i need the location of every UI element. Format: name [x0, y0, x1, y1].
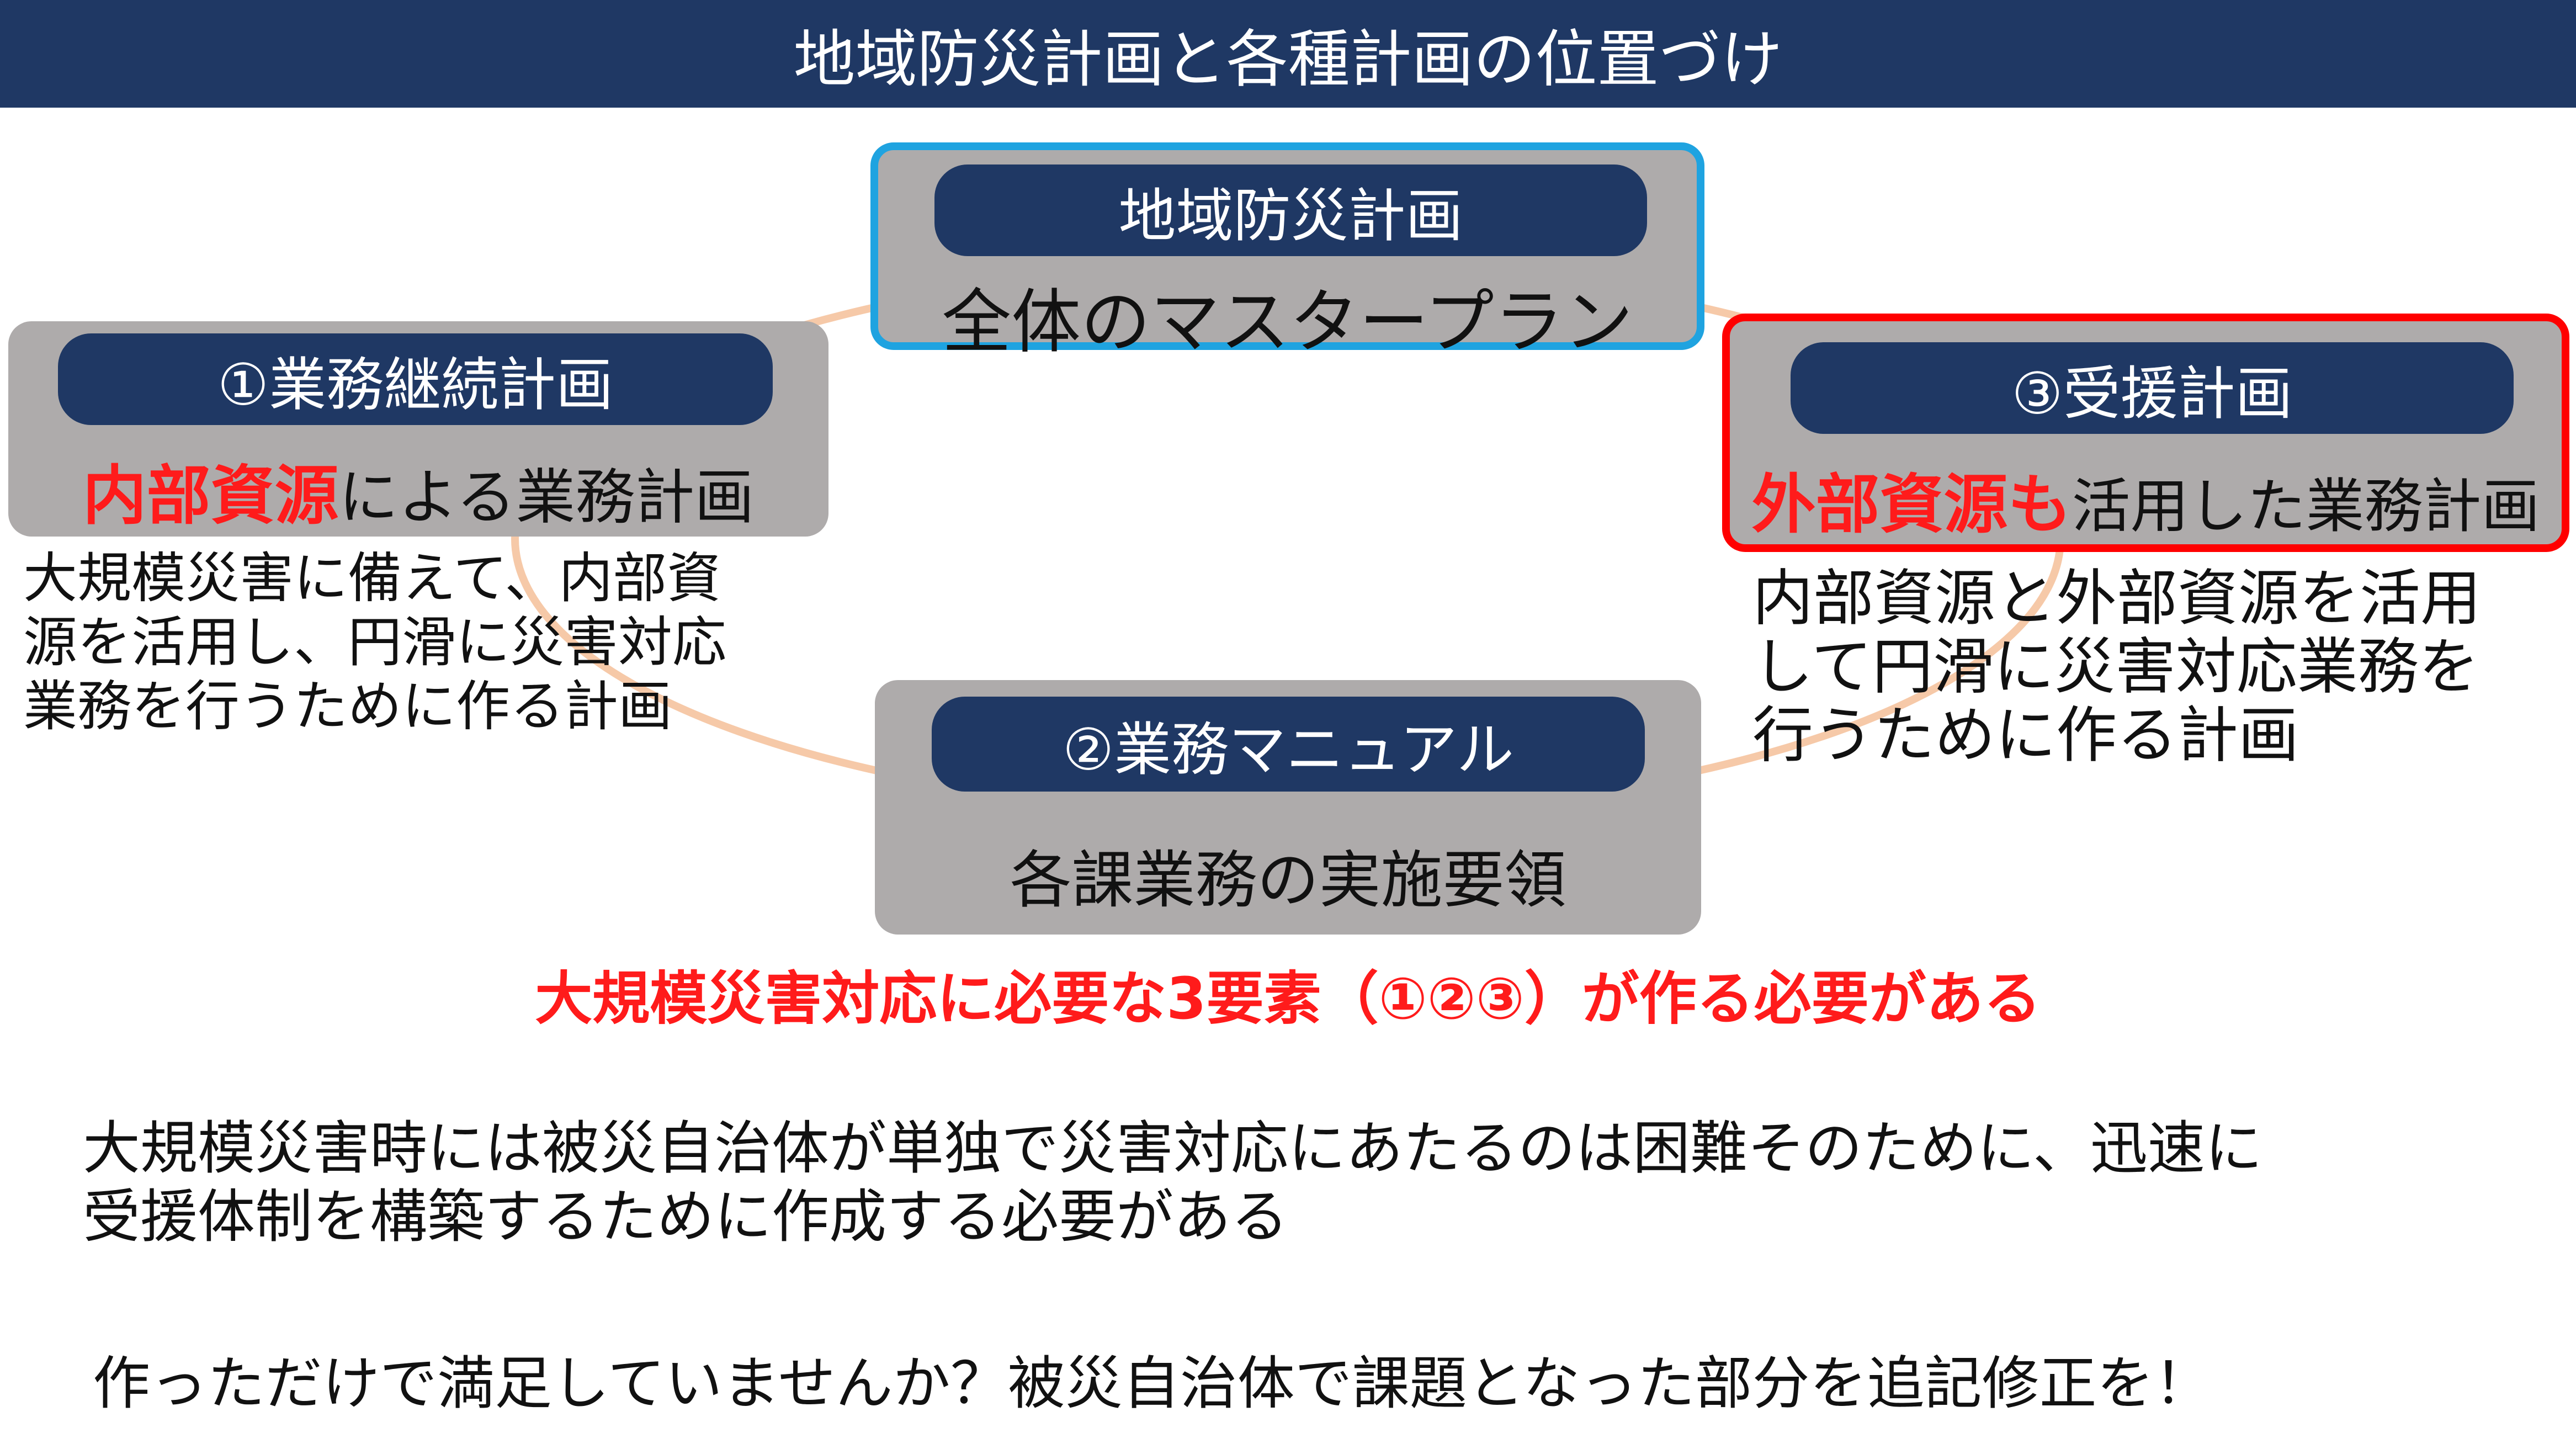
aid-plan-description: 内部資源と外部資源を活用 して円滑に災害対応業務を 行うために作る計画 — [1752, 564, 2481, 769]
bcp-subtitle-emphasis: 内部資源 — [82, 459, 339, 533]
explanation-paragraph: 大規模災害時には被災自治体が単独で災害対応にあたるのは困難そのために、迅速に 受… — [83, 1114, 2262, 1251]
bcp-description-line: 業務を行うために作る計画 — [23, 675, 673, 738]
aid-description-line: して円滑に災害対応業務を — [1752, 631, 2479, 702]
bcp-description-line: 源を活用し、円滑に災害対応 — [23, 611, 727, 674]
manual-label: ②業務マニュアル — [932, 697, 1645, 792]
manual-subtitle: 各課業務の実施要領 — [1010, 845, 1566, 916]
aid-plan-box: ③受援計画 外部資源も活用した業務計画 — [1722, 314, 2569, 552]
aid-description-line: 行うために作る計画 — [1752, 700, 2299, 771]
aid-plan-label: ③受援計画 — [1791, 342, 2514, 434]
explanation-line: 大規模災害時には被災自治体が単独で災害対応にあたるのは困難そのために、迅速に — [83, 1114, 2262, 1182]
master-plan-subtitle: 全体のマスタープラン — [942, 282, 1633, 363]
explanation-line: 受援体制を構築するために作成する必要がある — [83, 1183, 1289, 1250]
page-title: 地域防災計画と各種計画の位置づけ — [793, 23, 1783, 95]
master-plan-label: 地域防災計画 — [934, 164, 1647, 256]
bcp-description-line: 大規模災害に備えて、内部資 — [23, 547, 721, 610]
bcp-box: ①業務継続計画 内部資源による業務計画 — [8, 321, 828, 537]
manual-box: ②業務マニュアル 各課業務の実施要領 — [875, 680, 1701, 935]
bcp-label: ①業務継続計画 — [58, 333, 773, 425]
aid-description-line: 内部資源と外部資源を活用 — [1752, 563, 2481, 634]
master-plan-box: 地域防災計画 全体のマスタープラン — [870, 142, 1704, 363]
page-title-banner: 地域防災計画と各種計画の位置づけ — [0, 0, 2576, 108]
bcp-subtitle: 内部資源による業務計画 — [8, 444, 828, 537]
closing-question: 作っただけで満足していませんか？被災自治体で課題となった部分を追記修正を！ — [93, 1350, 2212, 1417]
bcp-subtitle-rest: による業務計画 — [338, 463, 755, 532]
aid-subtitle-rest: 活用した業務計画 — [2072, 473, 2540, 540]
aid-plan-subtitle: 外部資源も活用した業務計画 — [1730, 453, 2562, 545]
aid-subtitle-emphasis: 外部資源も — [1751, 468, 2072, 542]
key-message: 大規模災害対応に必要な3要素（①②③）が作る必要がある — [535, 965, 2041, 1032]
bcp-description: 大規模災害に備えて、内部資 源を活用し、円滑に災害対応 業務を行うために作る計画 — [23, 546, 726, 739]
